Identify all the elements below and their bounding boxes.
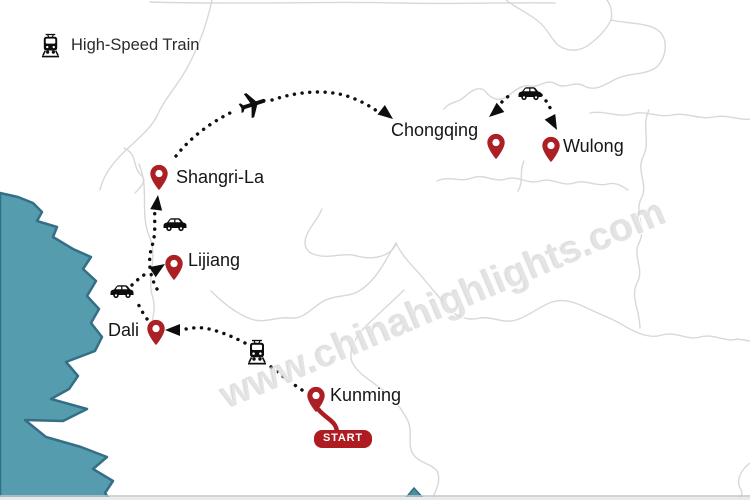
high-speed-train-icon [40,33,61,58]
legend: High-Speed Train [40,33,199,58]
arrow-to-chongqing [489,102,505,117]
water-region [0,191,115,500]
map-edge-strip [0,497,750,500]
start-badge: START [314,430,372,448]
route-lijiang-shangrila [147,206,159,291]
city-label-lijiang: Lijiang [188,250,241,270]
city-label-kunming: Kunming [330,385,402,405]
city-label-dali: Dali [108,320,140,340]
route-shangrila-chongqing-flight [174,108,238,158]
city-label-shangrila: Shangri-La [176,167,265,187]
legend-label: High-Speed Train [71,36,200,54]
route-shangrila-chongqing-flight [270,90,383,116]
city-label-wulong: Wulong [563,136,624,156]
route-kunming-dali [268,364,304,392]
route-kunming-dali [180,326,247,345]
arrow-to-dali [165,324,180,336]
arrow-to-wulong [544,113,557,130]
arrow-to-chongqing-flight [377,105,393,119]
province-borders [99,0,750,500]
route-lines [130,90,554,392]
arrow-to-shangrila [150,195,163,211]
route-arrows [149,102,557,336]
arrow-to-lijiang [149,264,165,278]
city-label-chongqing: Chongqing [391,120,479,140]
